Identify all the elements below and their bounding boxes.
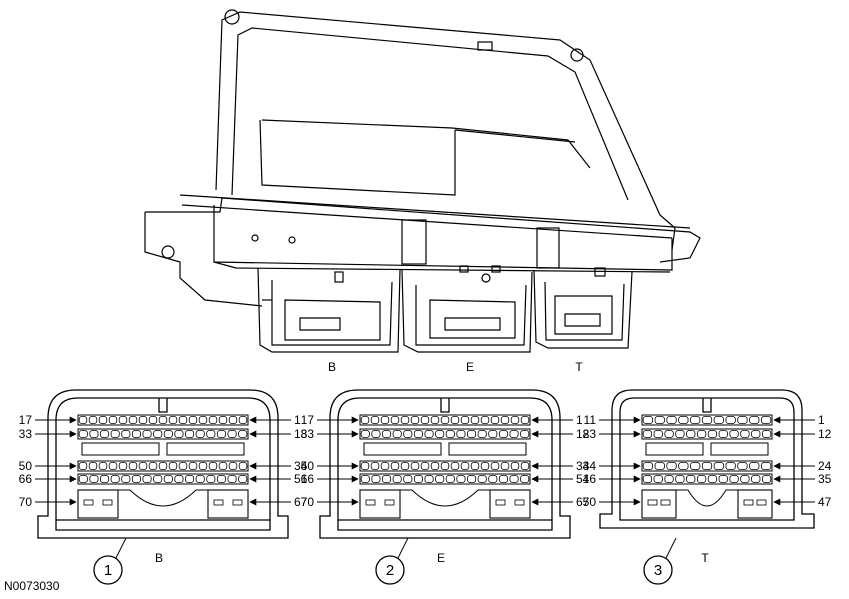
pin-label-power-right: 67 [294,495,308,509]
pin-label-row1-left: 17 [19,413,33,427]
pin-label-row4-right: 51 [576,472,590,486]
module-connector-B [257,267,401,353]
pin-label-row2-right: 18 [576,427,590,441]
callout-circle [93,555,123,585]
callout-number: 1 [104,562,112,579]
pin-label-power-left: 50 [583,495,597,509]
mount-post [224,9,240,25]
pin-label-row1-right: 1 [818,413,825,427]
pin-label-row4-left: 66 [19,472,33,486]
mount-post-right [570,48,584,62]
flange-hole [161,245,175,259]
pin-label-row1-left: 11 [584,413,597,427]
pin-label-row4-right: 35 [818,472,832,486]
figure-id: N0073030 [4,579,60,593]
module-label-B: B [328,360,336,374]
pin-label-power-left: 70 [301,495,315,509]
pin-label-row2-left: 33 [19,427,33,441]
callout-number: 3 [654,562,662,579]
pin-label-row1-right: 1 [294,413,301,427]
pin-label-row2-right: 18 [294,427,308,441]
pin-label-row2-right: 12 [818,427,832,441]
callout-circle [375,555,405,585]
callout-circle [643,555,673,585]
callout-leader [397,537,409,559]
pin-label-row1-left: 17 [301,413,315,427]
connector-face-label: E [437,551,445,565]
pin-label-power-right: 67 [576,495,590,509]
pin-label-row4-right: 51 [294,472,308,486]
pin-label-row1-right: 1 [576,413,583,427]
callout-leader [115,537,127,559]
pin-label-row3-left: 34 [583,459,597,473]
pin-label-power-right: 47 [818,495,832,509]
module-label-T: T [575,360,583,374]
pin-label-row4-left: 46 [583,472,597,486]
connector-face-label: B [155,551,163,565]
connector-face-label: T [701,551,709,565]
callout-leader [665,537,677,559]
pin-label-row4-left: 66 [301,472,315,486]
pin-label-row3-right: 34 [294,459,308,473]
module-connector-T [533,267,633,349]
connector-face-E: 17 1 33 18 50 34 66 51 70 67 2 E [301,389,590,585]
pin-label-row3-left: 50 [301,459,315,473]
pin-label-row3-right: 34 [576,459,590,473]
callout-number: 2 [386,562,394,579]
pin-label-row3-right: 24 [818,459,832,473]
pin-label-row2-left: 23 [583,427,597,441]
module-label-E: E [466,360,474,374]
pin-label-row2-left: 33 [301,427,315,441]
module-illustration [144,9,701,353]
pin-label-row3-left: 50 [19,459,33,473]
pin-label-power-left: 70 [19,495,33,509]
module-connector-E [401,265,533,353]
